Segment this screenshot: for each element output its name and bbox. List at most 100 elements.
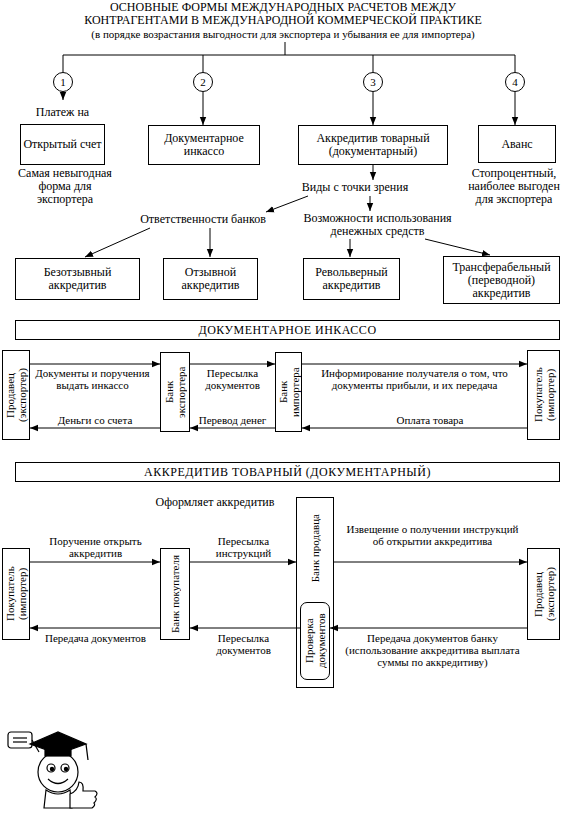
payment-form-box: Аккредитив товарный (документарный) <box>298 125 448 165</box>
section-band: АККРЕДИТИВ ТОВАРНЫЙ (ДОКУМЕНТАРНЫЙ) <box>15 462 560 482</box>
callout-number: 4 <box>505 72 525 92</box>
tree-line <box>63 55 515 56</box>
connector-label: Документы и поручения выдать инкассо <box>35 367 150 391</box>
party-box: Продавец (экспортер) <box>527 548 560 640</box>
flow-arrow <box>30 428 160 429</box>
annotation: Возможности использования денежных средс… <box>290 212 465 238</box>
callout-number: 3 <box>363 72 383 92</box>
branch-arrow <box>370 196 371 211</box>
bank-box: Банк продавцаПроверка документов <box>296 497 334 688</box>
party-box: Покупатель (импортер) <box>527 350 560 440</box>
cartoon-head <box>38 752 78 792</box>
number-circle: 4 <box>505 72 525 92</box>
cartoon-cap <box>30 732 86 754</box>
text-holder: Банк продавца <box>297 498 333 598</box>
section-band: ДОКУМЕНТАРНОЕ ИНКАССО <box>15 320 560 340</box>
cartoon-tassel <box>86 744 88 760</box>
credit-type-box: Трансферабельный (переводной) аккредитив <box>443 256 560 304</box>
credit-type-box: Безотзывный аккредитив <box>15 258 140 300</box>
box-text: Покупатель (импортер) <box>4 549 28 639</box>
connector-label: Извещение о получении инструкций об откр… <box>345 523 520 547</box>
connector-label: Пересылка инструкций <box>195 535 292 559</box>
connector-label: Передача документов <box>38 632 153 644</box>
connector-label: Передача документов банку (использование… <box>345 632 520 668</box>
tree-line <box>203 55 204 72</box>
box-text: Банк покупателя <box>169 553 181 635</box>
box-text: Безотзывный аккредитив <box>16 266 139 292</box>
flow-arrow <box>190 628 300 629</box>
branch-arrow <box>266 196 308 212</box>
annotation: Стопроцентный, наиболее выгоден для эксп… <box>462 167 566 206</box>
number-circle: 1 <box>53 72 73 92</box>
flow-arrow <box>302 428 527 429</box>
flow-arrow <box>515 92 516 125</box>
bank-box: Банк покупателя <box>160 548 190 640</box>
cartoon-thumb <box>70 782 97 808</box>
box-text: Продавец (экспортер) <box>532 549 556 639</box>
circle-shape <box>506 73 525 92</box>
number-circle: 2 <box>193 72 213 92</box>
cartoon-pupil <box>64 767 67 770</box>
tree-line <box>373 55 374 72</box>
cartoon-eye <box>61 764 69 772</box>
party-box: Продавец (экспортер) <box>2 350 30 440</box>
box-text: Покупатель (импортер) <box>532 351 556 439</box>
bank-box: Банк импортера <box>275 352 302 432</box>
branch-arrow <box>425 239 490 255</box>
flow-arrow <box>203 92 204 125</box>
flow-arrow <box>190 428 275 429</box>
box-text: Аккредитив товарный (документарный) <box>299 132 447 158</box>
flow-arrow <box>30 562 160 563</box>
flow-arrow <box>190 364 275 365</box>
cartoon-pupil <box>50 767 53 770</box>
circle-shape <box>54 73 73 92</box>
credit-type-box: Отзывной аккредитив <box>163 258 258 300</box>
connector-label: Поручение открыть аккредитив <box>38 535 153 559</box>
annotation: Ответственности банков <box>128 213 278 226</box>
box-text: Банк импортера <box>277 353 301 431</box>
flow-arrow <box>30 628 160 629</box>
tree-line <box>285 42 286 55</box>
box-heading: Платеж на <box>20 100 105 124</box>
cartoon-body <box>44 790 72 808</box>
annotation: Оформляет аккредитив <box>140 496 290 509</box>
connector-label: Оплата товара <box>370 414 490 426</box>
annotation: Самая невыгодная форма для экспортера <box>15 167 115 206</box>
band-title: ДОКУМЕНТАРНОЕ ИНКАССО <box>196 324 378 337</box>
flow-arrow <box>30 364 160 365</box>
box-text: Продавец (экспортер) <box>4 351 28 439</box>
callout-number: 2 <box>193 72 213 92</box>
box-text: Открытый счет <box>21 138 103 151</box>
payment-form-box: Платеж на Открытый счет <box>20 100 105 165</box>
flow-arrow <box>373 92 374 125</box>
flow-arrow <box>334 562 527 563</box>
box-text: Трансферабельный (переводной) аккредитив <box>444 261 559 300</box>
branch-arrow <box>373 165 374 180</box>
number-circle: 3 <box>363 72 383 92</box>
branch-lines <box>63 42 515 257</box>
circle-shape <box>364 73 383 92</box>
branch-arrow <box>210 228 211 257</box>
circle-shape <box>194 73 213 92</box>
flow-arrow <box>190 562 296 563</box>
payment-form-box: Аванс <box>478 125 556 163</box>
flow-arrow <box>63 92 64 100</box>
connector-label: Пересылка документов <box>195 632 292 656</box>
cartoon-sign-mark <box>13 741 27 742</box>
callout-number: 1 <box>53 72 73 92</box>
box-text: Аванс <box>499 138 534 151</box>
branch-arrow <box>85 228 150 257</box>
connector-label: Перевод денег <box>195 414 270 426</box>
tree-line <box>515 55 516 72</box>
box-text: Документарное инкассо <box>149 132 259 158</box>
check-box: Проверка документов <box>300 602 330 680</box>
credit-type-box: Револьверный аккредитив <box>303 258 400 300</box>
tree-line <box>63 55 64 72</box>
cartoon-sign <box>8 732 32 748</box>
flow-arrow <box>330 628 527 629</box>
box-text: Проверка документов <box>303 603 327 679</box>
student-cartoon <box>8 732 97 808</box>
connector-label: Пересылка документов <box>195 367 270 391</box>
